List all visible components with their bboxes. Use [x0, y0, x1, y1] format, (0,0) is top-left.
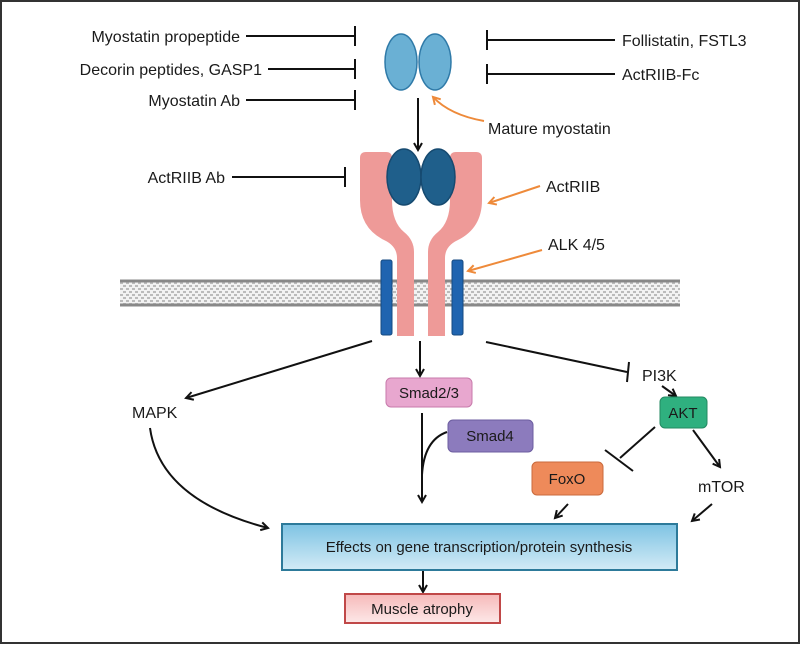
actriib-pointer	[489, 185, 541, 203]
inhibitor-myostatin-ab: Myostatin Ab	[148, 93, 240, 110]
actriib-receptor-right	[428, 152, 482, 336]
ligand-pointer	[433, 97, 485, 122]
arrow-akt-to-mtor	[692, 429, 720, 467]
muscle-atrophy-box	[344, 593, 501, 624]
smad4-label: Smad4	[466, 428, 514, 445]
left-inhibitors	[246, 26, 356, 110]
smad4-box	[447, 419, 534, 453]
inhibitor-decorin: Decorin peptides, GASP1	[80, 62, 262, 79]
actriib-ab-label: ActRIIB Ab	[148, 170, 225, 187]
arrow-to-mapk	[186, 340, 373, 398]
inhibitor-propeptide: Myostatin propeptide	[91, 29, 240, 46]
mtor-label: mTOR	[698, 479, 745, 496]
akt-foxo-inhibition	[604, 426, 656, 472]
inhibitor-follistatin: Follistatin, FSTL3	[622, 33, 747, 50]
mapk-label: MAPK	[132, 405, 178, 422]
actriib-receptor-left	[360, 152, 414, 336]
actriib-ab-inhibition	[232, 167, 346, 187]
alk-label: ALK 4/5	[548, 237, 605, 254]
smad4-join	[421, 431, 448, 476]
inhibitor-actriib-fc: ActRIIB-Fc	[622, 67, 699, 84]
foxo-label: FoxO	[549, 471, 586, 488]
foxo-box	[531, 461, 604, 496]
arrow-foxo-to-effects	[555, 503, 569, 518]
muscle-atrophy-label: Muscle atrophy	[371, 601, 473, 618]
myostatin-monomer-right	[418, 33, 452, 91]
arrow-mtor-to-effects	[692, 503, 713, 521]
smad23-box	[385, 377, 473, 408]
arrow-mapk-to-effects	[149, 427, 268, 528]
right-inhibitors	[486, 30, 615, 84]
bound-myostatin-left	[386, 148, 422, 206]
bound-myostatin-right	[420, 148, 456, 206]
actriib-label: ActRIIB	[546, 179, 600, 196]
smad23-label: Smad2/3	[399, 385, 459, 402]
effects-box	[281, 523, 678, 571]
alk-pointer	[468, 249, 543, 271]
mature-myostatin-label: Mature myostatin	[488, 121, 611, 138]
arrow-pi3k-to-akt	[661, 385, 676, 396]
myostatin-monomer-left	[384, 33, 418, 91]
effects-label: Effects on gene transcription/protein sy…	[326, 539, 633, 556]
alk-left	[380, 259, 393, 336]
pi3k-label: PI3K	[642, 368, 677, 385]
alk-right	[451, 259, 464, 336]
akt-box	[659, 396, 708, 429]
akt-label: AKT	[668, 405, 697, 422]
pi3k-inhibition	[485, 341, 630, 383]
